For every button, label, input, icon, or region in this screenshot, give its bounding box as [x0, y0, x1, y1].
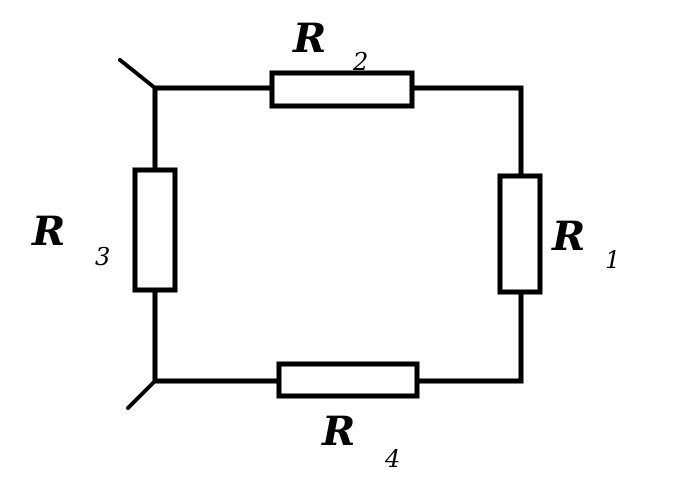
circuit-wires — [152, 85, 524, 384]
label-r3-symbol: R — [31, 208, 65, 255]
label-r1-index: 1 — [605, 246, 620, 274]
terminal-bottom — [126, 379, 157, 410]
label-r4-index: 4 — [384, 445, 400, 473]
label-r1-symbol: R — [551, 213, 585, 260]
label-r4-symbol: R — [321, 408, 355, 455]
label-r3-index: 3 — [95, 243, 110, 271]
terminal-top — [118, 58, 157, 90]
resistor-r4 — [276, 361, 420, 399]
label-r1: R 1 — [551, 213, 620, 274]
label-r2-index: 2 — [352, 48, 368, 76]
resistor-r2 — [269, 70, 415, 109]
label-r2: R 2 — [292, 15, 368, 76]
label-r3: R 3 — [31, 208, 110, 271]
resistor-r3 — [132, 167, 178, 293]
label-r2-symbol: R — [292, 15, 326, 62]
label-r4: R 4 — [321, 408, 400, 473]
resistor-r1 — [497, 173, 543, 295]
